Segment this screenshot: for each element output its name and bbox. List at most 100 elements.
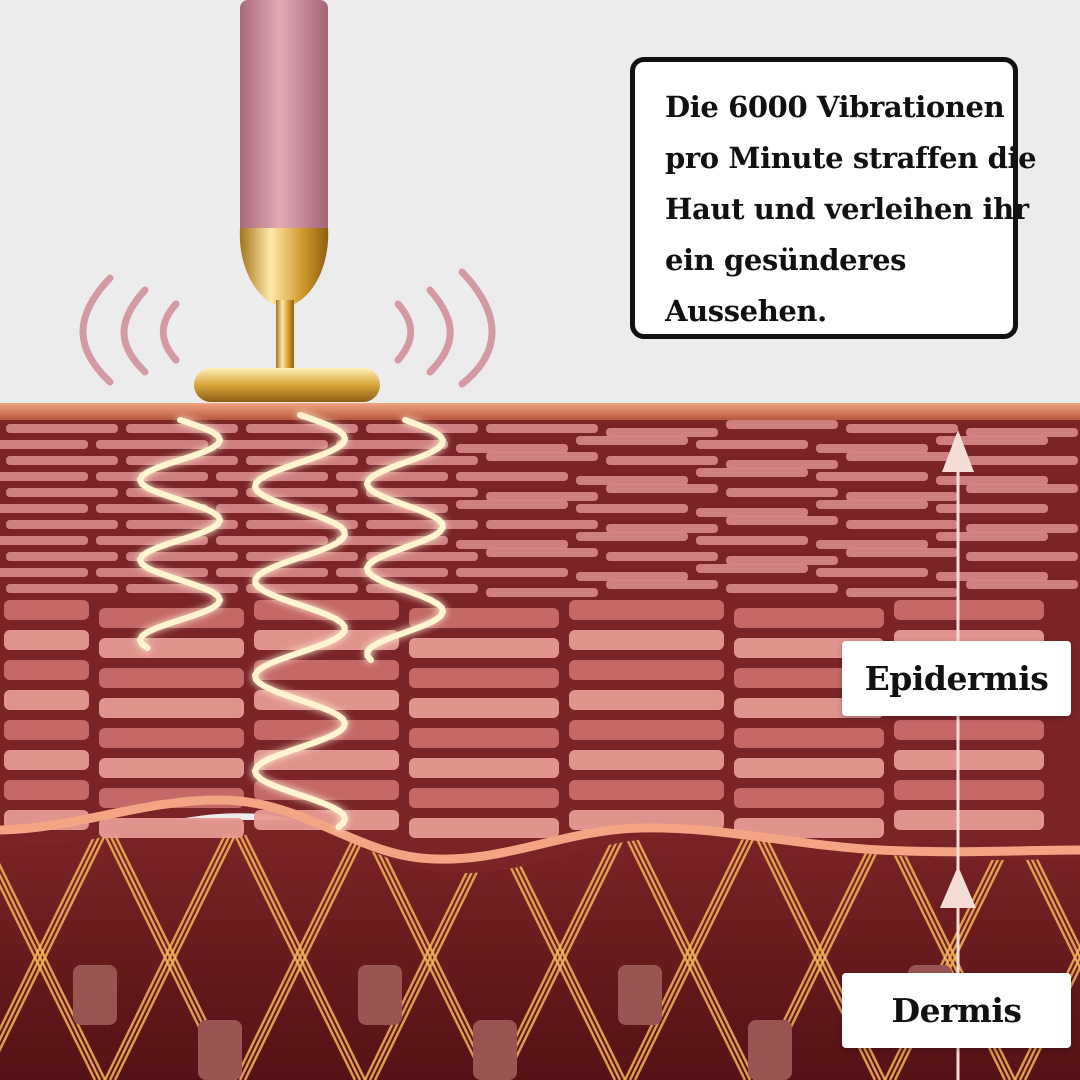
cell [409,698,559,718]
fiber [0,472,88,481]
info-callout: Die 6000 Vibrationen pro Minute straffen… [630,57,1037,339]
fiber [6,424,118,433]
fiber [846,520,958,529]
fiber [456,568,568,577]
callout-line: Haut und verleihen ihr [665,192,1029,226]
fiber [606,484,718,493]
cell [734,728,884,748]
cell [99,818,244,838]
fiber [456,444,568,453]
fiber [816,568,928,577]
fiber [0,536,88,545]
fiber [936,572,1048,581]
fiber [696,468,808,477]
cell [894,780,1044,800]
fiber [576,436,688,445]
cell [569,600,724,620]
fiber [726,420,838,429]
fiber [366,456,478,465]
fiber [336,504,448,513]
callout-line: Die 6000 Vibrationen [665,90,1005,124]
fiber [846,452,958,461]
cell [409,608,559,628]
cell [254,780,399,800]
epidermis-label: Epidermis [842,641,1071,716]
cell [734,758,884,778]
fibroblast [748,1020,792,1080]
vibration-wave [136,417,224,651]
fiber [6,488,118,497]
cell [4,660,89,680]
cell [4,690,89,710]
dermis-nodes [73,965,952,1080]
collagen-fiber [243,834,367,1080]
fiber [966,580,1078,589]
cell [409,818,559,838]
fiber [336,440,448,449]
fibroblast [618,965,662,1025]
fiber [606,552,718,561]
fiber [606,456,718,465]
fiber [6,520,118,529]
cell [409,668,559,688]
fiber [966,524,1078,533]
lower-cells [4,600,1044,838]
fiber [966,428,1078,437]
cell [734,788,884,808]
fiber [486,424,598,433]
upper-fibers [0,420,1078,597]
collagen-fiber [1018,834,1080,961]
cell [99,698,244,718]
fiber [216,568,328,577]
cell [409,638,559,658]
fiber [126,488,238,497]
fibroblast [198,1020,242,1080]
cell [569,690,724,710]
fiber [936,436,1048,445]
fiber [966,484,1078,493]
cell [409,758,559,778]
collagen-fiber [633,834,757,1080]
fiber [966,456,1078,465]
fiber [576,476,688,485]
fiber [126,584,238,593]
collagen-fiber [113,834,237,1080]
collagen-fiber [103,834,227,1080]
fiber [0,504,88,513]
collagen-fiber [363,834,487,1080]
fiber [726,556,838,565]
cell [569,720,724,740]
collagen-fiber [503,834,627,1080]
fiber [126,552,238,561]
fiber [366,520,478,529]
cell [4,630,89,650]
fiber [456,540,568,549]
cell [254,600,399,620]
cell [894,750,1044,770]
cell [569,630,724,650]
fiber [966,552,1078,561]
fiber [936,476,1048,485]
fiber [816,472,928,481]
cell [569,660,724,680]
fiber [606,580,718,589]
cell [254,750,399,770]
fiber [696,440,808,449]
vibration-wave [251,412,349,830]
fibroblast [73,965,117,1025]
callout-line: Aussehen. [665,294,827,328]
vibration-arcs-icon [79,268,496,388]
fiber [846,548,958,557]
cell [4,600,89,620]
fiber [246,584,358,593]
callout-line: ein gesünderes [665,243,907,277]
fiber [126,424,238,433]
cell [99,638,244,658]
collagen-fiber [238,834,362,1080]
fiber [576,572,688,581]
fiber [246,488,358,497]
fiber [456,472,568,481]
fibroblast [358,965,402,1025]
collagen-fiber [373,834,497,1080]
fiber [726,584,838,593]
